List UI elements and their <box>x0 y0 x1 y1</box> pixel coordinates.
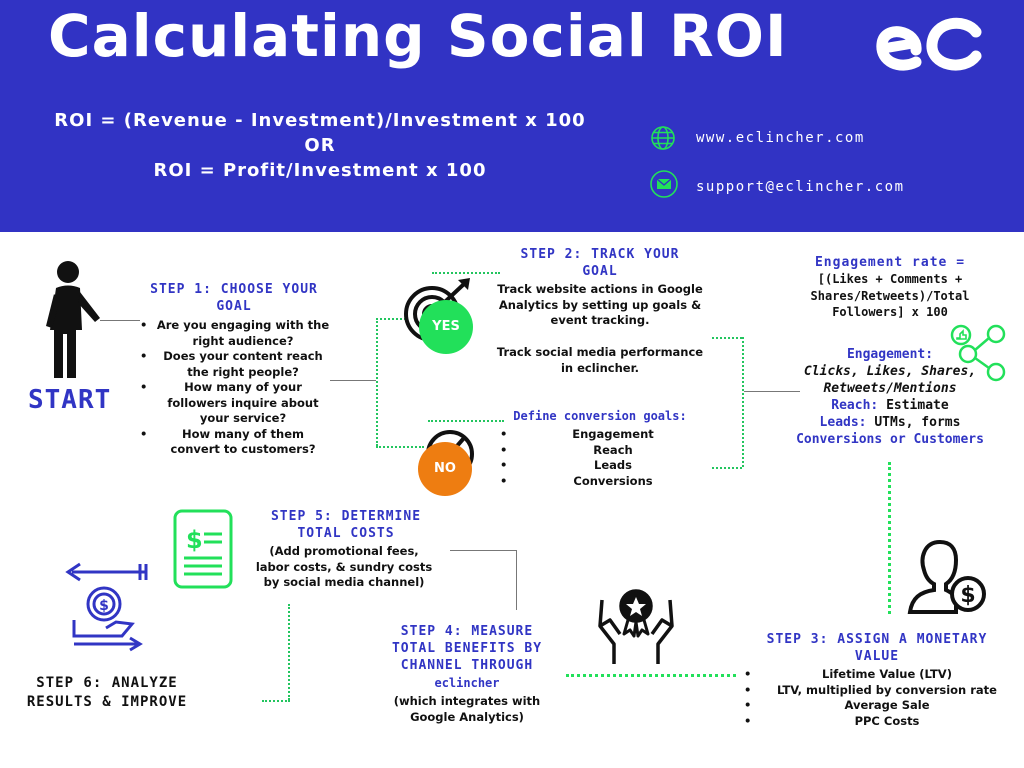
roi-formula-1: ROI = (Revenue - Investment)/Investment … <box>54 110 586 131</box>
reach-value: Estimate <box>886 398 949 413</box>
conversions-label: Conversions or Customers <box>796 432 984 447</box>
roi-formula-or: OR <box>304 135 336 156</box>
connector-line <box>744 391 800 392</box>
step3-heading: STEP 3: ASSIGN A MONETARY VALUE <box>766 632 988 664</box>
list-item: PPC Costs <box>744 714 1014 730</box>
connector-line <box>262 700 290 702</box>
leads-label: Leads: <box>819 415 867 430</box>
no-label: NO <box>434 461 456 476</box>
conversion-heading: Define conversion goals: <box>513 409 687 423</box>
connector-line <box>712 467 742 469</box>
connector-line <box>450 550 516 551</box>
page-title: Calculating Social ROI <box>48 2 788 70</box>
svg-text:$: $ <box>186 526 203 554</box>
connector-line <box>376 318 378 446</box>
connector-line <box>432 272 500 274</box>
list-item: How many of your followers inquire about… <box>140 380 330 427</box>
globe-icon <box>650 125 676 151</box>
svg-text:$: $ <box>99 598 109 614</box>
person-dollar-icon: $ <box>906 536 988 616</box>
connector-line <box>330 380 376 381</box>
award-hands-icon <box>596 580 676 666</box>
step6-heading: STEP 6: ANALYZE RESULTS & IMPROVE <box>26 675 188 710</box>
engagement-rate-formula: [(Likes + Comments + Shares/Retweets)/To… <box>810 272 970 319</box>
engagement-label: Engagement: <box>846 347 934 362</box>
step1-heading: STEP 1: CHOOSE YOUR GOAL <box>150 282 318 314</box>
connector-line <box>712 337 742 339</box>
step4-note: (which integrates with Google Analytics) <box>393 694 541 724</box>
engagement-value: Clicks, Likes, Shares, Retweets/Mentions <box>803 364 977 396</box>
mail-icon <box>650 170 678 198</box>
step3-list: Lifetime Value (LTV) LTV, multiplied by … <box>744 667 1014 729</box>
connector-line <box>376 318 406 320</box>
connector-line <box>566 674 736 677</box>
list-item: How many of them convert to customers? <box>140 427 330 458</box>
roi-formula-2: ROI = Profit/Investment x 100 <box>153 160 487 181</box>
connector-line <box>888 462 891 614</box>
walking-person-icon <box>40 258 110 383</box>
connector-line <box>288 604 290 700</box>
connector-line <box>428 420 504 422</box>
reach-label: Reach: <box>831 398 879 413</box>
connector-line <box>742 337 744 467</box>
header-banner <box>0 0 1024 232</box>
conversion-list: Engagement Reach Leads Conversions <box>500 427 710 489</box>
receipt-icon: $ <box>172 508 234 590</box>
list-item: Reach <box>500 443 710 459</box>
list-item: Are you engaging with the right audience… <box>140 318 330 349</box>
list-item: Leads <box>500 458 710 474</box>
connector-line <box>516 550 517 610</box>
list-item: Conversions <box>500 474 710 490</box>
connector-line <box>100 320 140 321</box>
email-link[interactable]: support@eclincher.com <box>696 179 905 195</box>
svg-text:$: $ <box>960 583 975 608</box>
website-link[interactable]: www.eclincher.com <box>696 130 865 146</box>
start-label: START <box>28 385 112 415</box>
ec-logo <box>876 10 988 80</box>
share-like-icon <box>948 322 1010 384</box>
step2-text-1: Track website actions in Google Analytic… <box>497 282 703 327</box>
no-badge: NO <box>418 442 472 496</box>
step5-heading: STEP 5: DETERMINE TOTAL COSTS <box>270 509 422 541</box>
yes-badge: YES <box>419 300 473 354</box>
step1-list: Are you engaging with the right audience… <box>140 318 330 458</box>
money-cycle-icon: $ <box>60 560 150 652</box>
engagement-rate-heading: Engagement rate = <box>814 255 966 270</box>
leads-value: UTMs, forms <box>874 415 961 430</box>
list-item: Average Sale <box>744 698 1014 714</box>
step4-heading: STEP 4: MEASURE TOTAL BENEFITS BY CHANNE… <box>391 624 543 673</box>
step5-text: (Add promotional fees, labor costs, & su… <box>255 544 433 589</box>
yes-label: YES <box>432 319 460 334</box>
list-item: Engagement <box>500 427 710 443</box>
step2-heading: STEP 2: TRACK YOUR GOAL <box>520 247 680 279</box>
list-item: LTV, multiplied by conversion rate <box>744 683 1014 699</box>
metrics-block: Engagement: Clicks, Likes, Shares, Retwe… <box>780 346 1000 448</box>
step2-text-2: Track social media performance in eclinc… <box>496 345 704 375</box>
list-item: Does your content reach the right people… <box>140 349 330 380</box>
list-item: Lifetime Value (LTV) <box>744 667 1014 683</box>
step4-brand: eclincher <box>434 676 500 690</box>
connector-line <box>376 446 424 448</box>
